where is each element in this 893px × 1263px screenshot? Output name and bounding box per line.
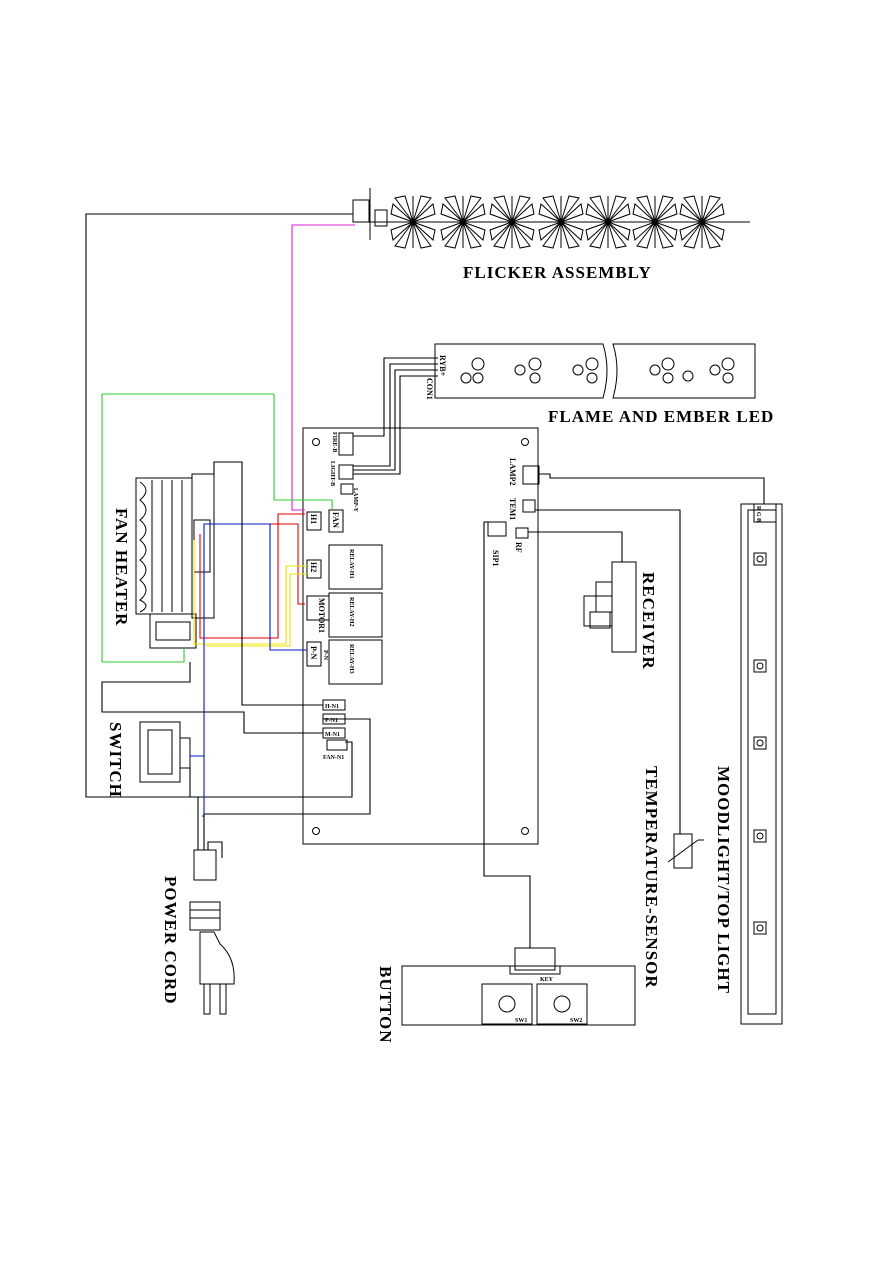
relay-h1-label: RELAY-H1 bbox=[348, 549, 354, 579]
tem1-label: TEM1 bbox=[508, 498, 517, 520]
relay-h2 bbox=[328, 592, 383, 638]
fan-heater-label: FAN HEATER bbox=[112, 508, 131, 626]
light-b-label: LIGHT-B bbox=[329, 461, 335, 486]
lamp2-label: LAMP2 bbox=[508, 458, 517, 486]
p-n1-label: P-N1 bbox=[325, 718, 338, 724]
light-b-connector bbox=[338, 464, 354, 480]
flicker-rotor-4 bbox=[538, 195, 584, 249]
rf-connector bbox=[515, 527, 529, 539]
power-cord-label: POWER CORD bbox=[161, 876, 180, 1005]
fan-n1-terminal bbox=[326, 739, 348, 751]
fire-b-connector bbox=[338, 432, 354, 456]
h-n1-label: H-N1 bbox=[325, 704, 339, 710]
lamp2-connector bbox=[522, 465, 540, 485]
button-key-label: KEY bbox=[540, 977, 554, 983]
receiver-label: RECEIVER bbox=[639, 572, 658, 670]
main-control-board: FIRE-B LIGHT-B LAMP-Y FAN H1 H2 MOTOR1 P… bbox=[302, 427, 540, 845]
led-pin-label: RYB+ bbox=[438, 355, 447, 377]
moodlight-label: MOODLIGHT/TOP LIGHT bbox=[714, 766, 733, 994]
relay-h2-label: RELAY-H2 bbox=[348, 597, 354, 627]
h2-label: H2 bbox=[309, 562, 318, 572]
con1-label: CON1 bbox=[425, 378, 434, 400]
flicker-rotor-2 bbox=[440, 195, 486, 249]
flicker-rotor-5 bbox=[585, 195, 631, 249]
p-n-small-label: P-N bbox=[322, 650, 328, 661]
fan-n1-label: FAN-N1 bbox=[323, 755, 344, 761]
rf-label: RF bbox=[514, 542, 523, 553]
wiring bbox=[85, 213, 765, 948]
flicker-assembly-label: FLICKER ASSEMBLY bbox=[463, 263, 652, 282]
flicker-rotor-1 bbox=[390, 195, 436, 249]
sw2-button bbox=[536, 983, 588, 1025]
m-n1-label: M-N1 bbox=[325, 732, 340, 738]
relay-h3 bbox=[328, 639, 383, 685]
sip1-connector bbox=[487, 521, 507, 537]
fan-heater: FAN HEATER bbox=[112, 473, 215, 649]
moodlight-pcb: R G B MOODLIGHT/TOP LIGHT bbox=[714, 503, 783, 1025]
fire-b-label: FIRE-B bbox=[331, 432, 337, 452]
power-cord: POWER CORD bbox=[161, 849, 235, 1015]
motor1-label: MOTOR1 bbox=[317, 598, 326, 633]
lamp-y-connector bbox=[340, 483, 354, 495]
temperature-sensor-label: TEMPERATURE-SENSOR bbox=[642, 766, 661, 989]
sw1-label: SW1 bbox=[515, 1018, 527, 1024]
flicker-rotor-3 bbox=[489, 195, 535, 249]
p-n-connector bbox=[306, 641, 322, 667]
sip1-label: SIP1 bbox=[491, 550, 500, 566]
moodlight-header-label: R G B bbox=[755, 506, 761, 522]
fan-label: FAN bbox=[331, 512, 340, 528]
temperature-sensor: TEMPERATURE-SENSOR bbox=[642, 766, 704, 989]
switch-label: SWITCH bbox=[106, 722, 125, 798]
flicker-assembly: FLICKER ASSEMBLY bbox=[352, 188, 750, 282]
p-n-label: P-N bbox=[309, 646, 318, 660]
button-pcb: KEY SW1 SW2 BUTTON bbox=[376, 947, 636, 1044]
receiver: RECEIVER bbox=[583, 561, 658, 670]
flicker-rotor-7 bbox=[679, 195, 725, 249]
fan-connector bbox=[328, 509, 344, 533]
h2-connector bbox=[306, 559, 322, 579]
relay-h1 bbox=[328, 544, 383, 590]
sw2-label: SW2 bbox=[570, 1018, 582, 1024]
flicker-rotor-6 bbox=[632, 195, 678, 249]
button-label: BUTTON bbox=[376, 966, 395, 1044]
relay-h3-label: RELAY-H3 bbox=[348, 644, 354, 674]
h1-connector bbox=[306, 511, 322, 531]
h1-label: H1 bbox=[309, 514, 318, 524]
rocker-switch: SWITCH bbox=[106, 721, 191, 798]
tem1-connector bbox=[522, 499, 536, 513]
flame-ember-led-pcb: RYB+ CON1 FLAME AND EMBER LED bbox=[425, 343, 774, 426]
lamp-y-label: LAMP-Y bbox=[352, 488, 358, 513]
flame-ember-led-label: FLAME AND EMBER LED bbox=[548, 407, 774, 426]
sw1-button bbox=[481, 983, 533, 1025]
